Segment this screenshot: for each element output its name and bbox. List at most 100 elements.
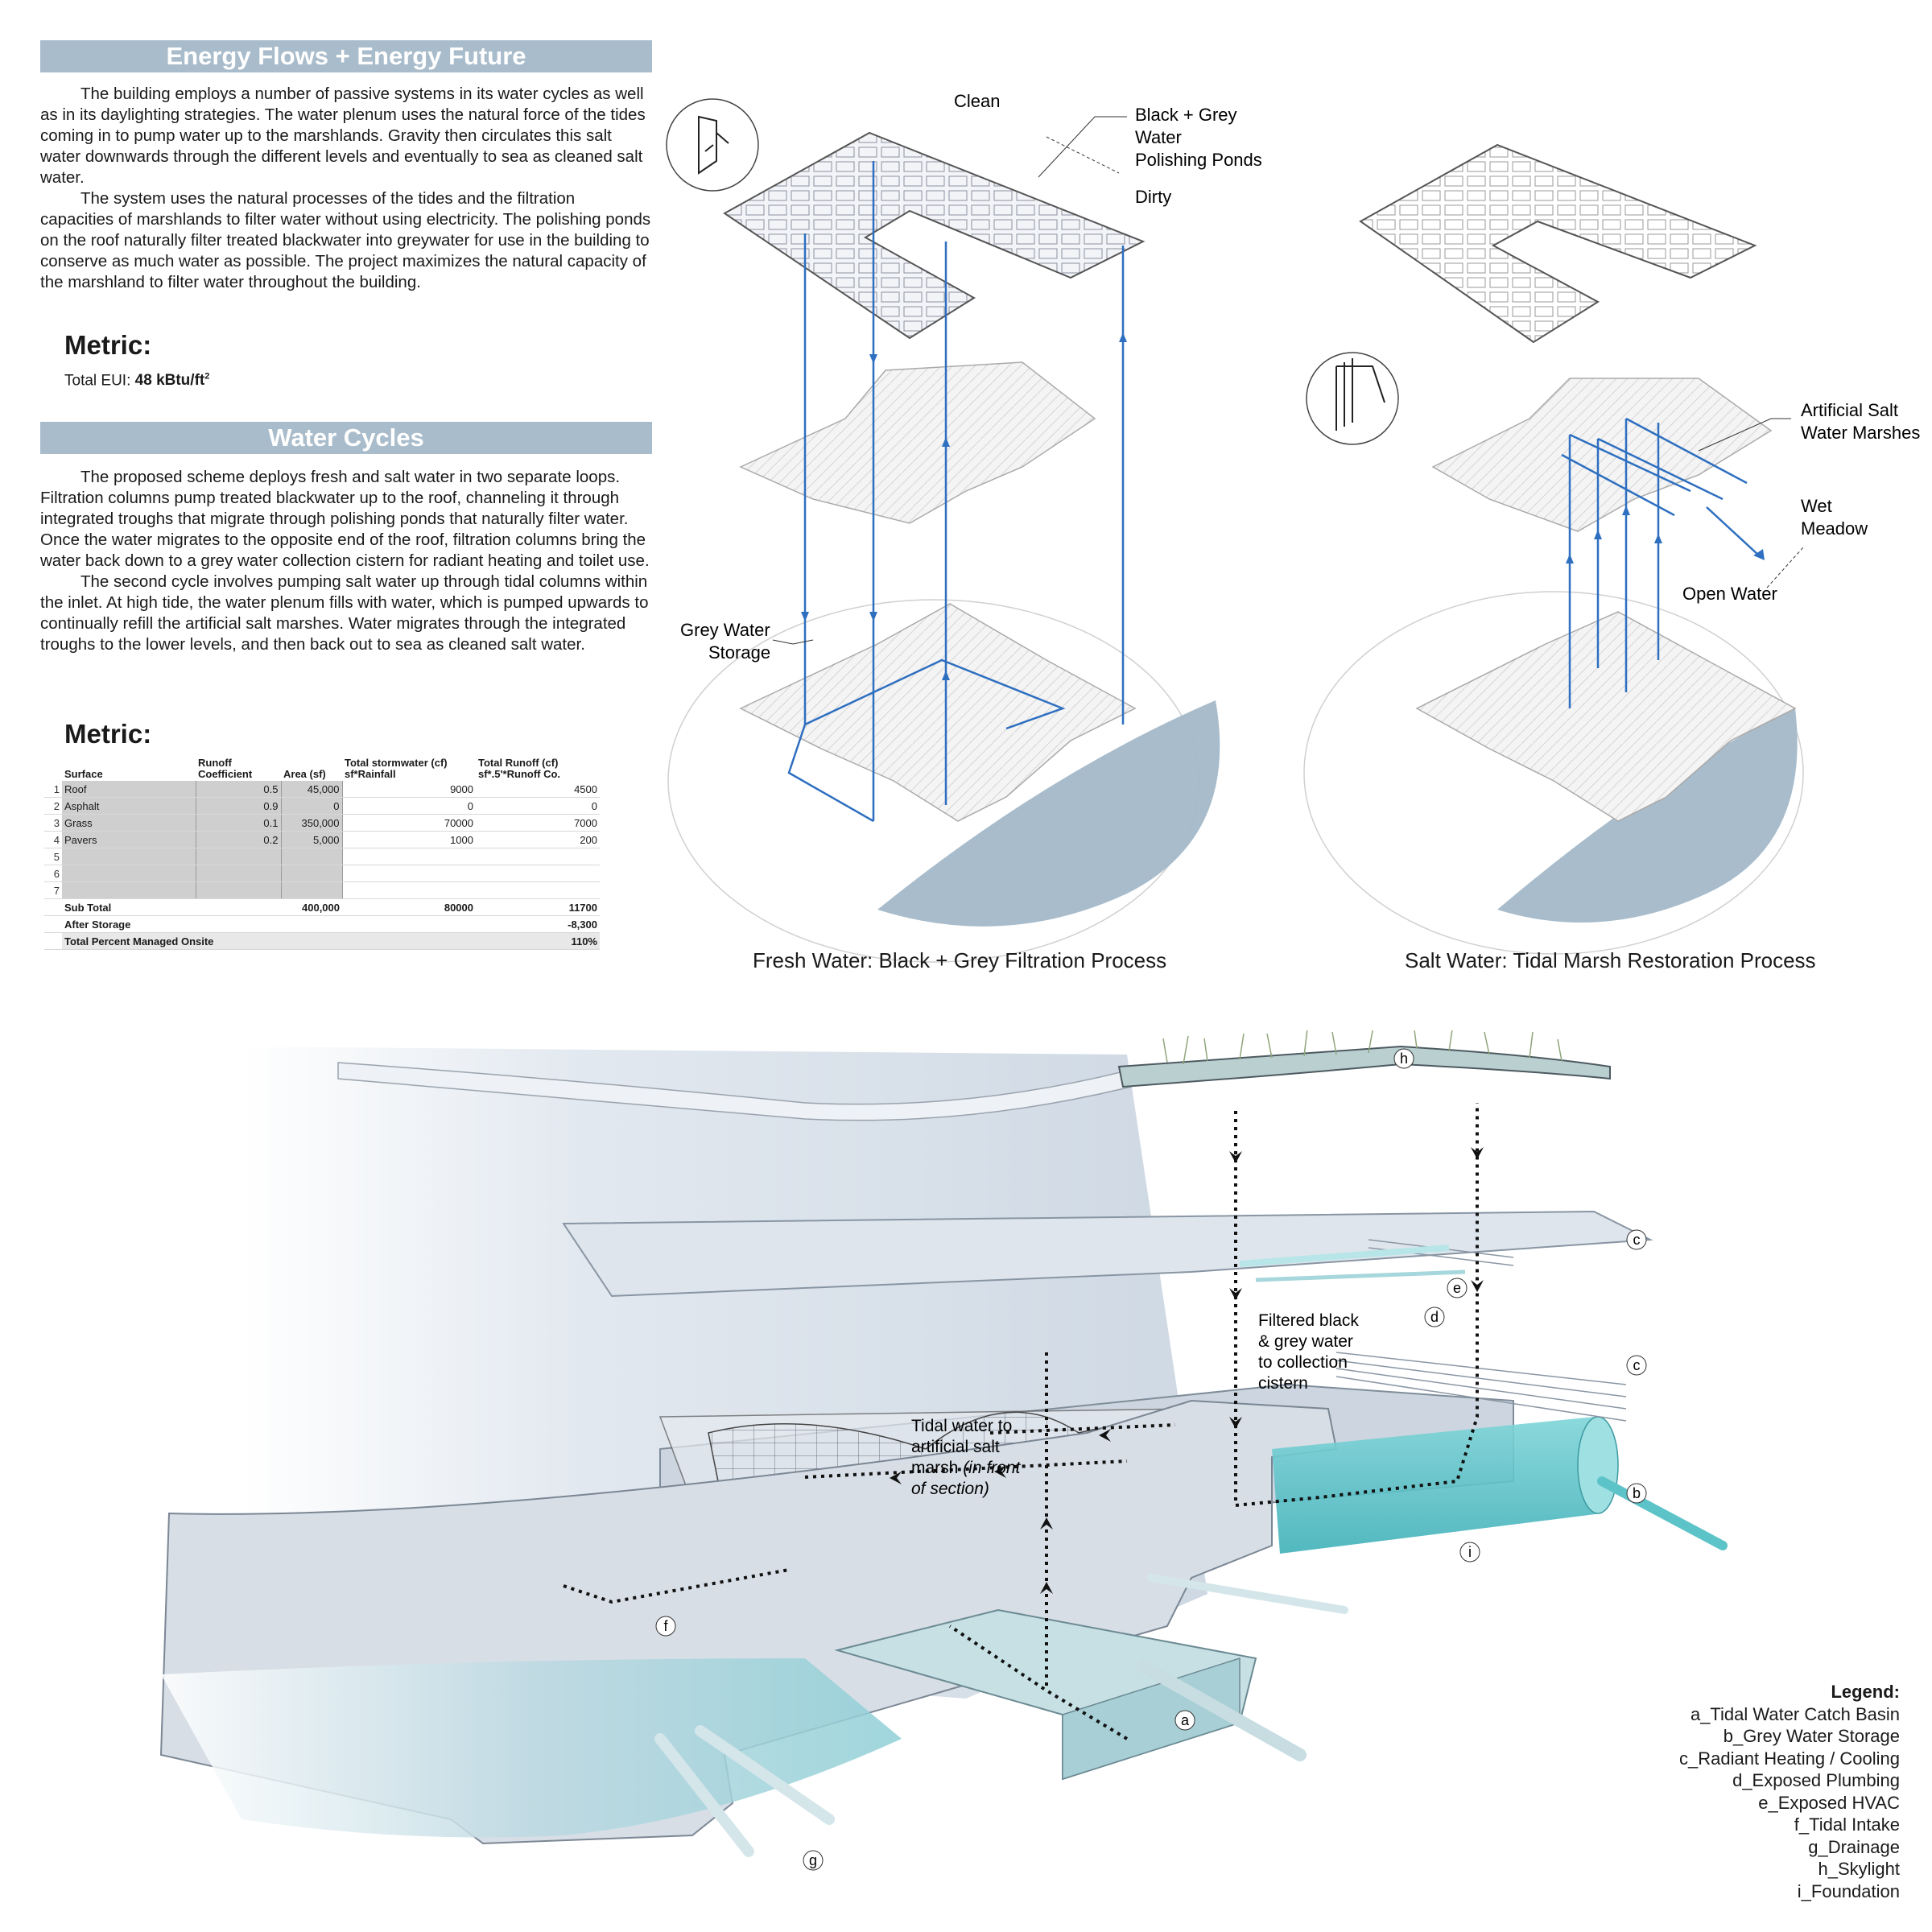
grey-water-outflow-pipe: [1597, 1476, 1728, 1550]
cell-area: [281, 848, 343, 865]
cell-stormwater: 0: [342, 797, 476, 815]
label-open-water: Open Water: [1682, 584, 1777, 604]
th-surface: Surface: [64, 768, 103, 780]
salt-water-diagram: Artificial Salt Water Marshes Wet Meadow…: [1303, 143, 1920, 955]
label-ponds-2: Water: [1135, 127, 1182, 147]
row-index: 5: [44, 848, 62, 865]
blank-cell: [196, 915, 281, 933]
tidal-label-4: of section): [911, 1480, 989, 1498]
energy-text: The building employs a number of passive…: [40, 84, 652, 293]
label-meadow-2: Meadow: [1801, 518, 1868, 539]
legend-item-d: d_Exposed Plumbing: [1732, 1770, 1900, 1790]
mid-level-floor: [739, 361, 1096, 524]
svg-text:g: g: [809, 1852, 817, 1868]
subtotal-area: 400,000: [281, 898, 342, 916]
label-dirty: Dirty: [1135, 187, 1171, 207]
upper-slab: [562, 1210, 1653, 1298]
row-index: 1: [44, 781, 62, 798]
sea-water: [161, 1658, 902, 1838]
energy-metric-heading: Metric:: [64, 330, 152, 360]
legend-item-e: e_Exposed HVAC: [1758, 1792, 1900, 1813]
fresh-pipes: [787, 161, 1125, 823]
marker-h: h: [1393, 1048, 1414, 1069]
roof-polishing-ponds: [723, 131, 1146, 340]
legend-title: Legend:: [1831, 1682, 1900, 1702]
legend-item-h: h_Skylight: [1818, 1859, 1900, 1879]
row-index: 3: [44, 814, 62, 832]
marker-c-lower: c: [1626, 1355, 1647, 1376]
table-row: 6: [44, 865, 600, 882]
row-index: 6: [44, 865, 62, 882]
salt-water-caption: Salt Water: Tidal Marsh Restoration Proc…: [1405, 948, 1816, 972]
th-area: Area (sf): [283, 768, 326, 780]
marker-e: e: [1447, 1278, 1468, 1298]
runoff-table: Surface Runoff Coefficient Area (sf) Tot…: [44, 757, 600, 950]
water-paragraph-1: The proposed scheme deploys fresh and sa…: [40, 468, 650, 570]
marker-f: f: [655, 1616, 676, 1637]
eui-label: Total EUI:: [64, 372, 131, 390]
fresh-water-diagram: Clean Black + Grey Water Polishing Ponds…: [666, 91, 1262, 963]
drain-pipe-g2: [695, 1725, 835, 1825]
cell-surface: Asphalt: [62, 797, 196, 815]
cell-coefficient: 0.9: [196, 797, 282, 815]
svg-text:d: d: [1430, 1309, 1439, 1325]
cell-coefficient: 0.2: [196, 831, 282, 848]
filtered-label-3: to collection: [1258, 1353, 1348, 1372]
cell-coefficient: 0.5: [196, 781, 282, 798]
fresh-water-caption: Fresh Water: Black + Grey Filtration Pro…: [753, 948, 1167, 972]
after-storage-row: After Storage-8,300: [44, 915, 600, 933]
label-meadow-1: Wet: [1801, 496, 1832, 516]
eui-sup: 2: [204, 372, 210, 382]
marker-a: a: [1174, 1710, 1195, 1731]
tidal-label-3: marsh (in front: [911, 1459, 1022, 1477]
cell-area: [281, 865, 343, 882]
subtotal-runoff: 11700: [476, 898, 600, 916]
legend-item-c: c_Radiant Heating / Cooling: [1679, 1748, 1900, 1769]
cell-runoff: [476, 848, 600, 865]
cell-runoff: 7000: [476, 814, 600, 832]
svg-text:c: c: [1633, 1357, 1641, 1373]
legend-item-g: g_Drainage: [1808, 1836, 1900, 1857]
cell-surface: Pavers: [62, 831, 196, 848]
water-body: [1497, 708, 1798, 923]
cell-coefficient: [196, 865, 282, 882]
table-header-row: Surface Runoff Coefficient Area (sf) Tot…: [44, 757, 600, 781]
eui-value: 48 kBtu/ft: [134, 372, 205, 390]
filtered-label-1: Filtered black: [1258, 1311, 1359, 1330]
cell-area: 0: [281, 797, 343, 815]
water-section-title: Water Cycles: [40, 422, 652, 454]
label-marsh-1: Artificial Salt: [1801, 400, 1898, 420]
flow-chevrons: [890, 1147, 1484, 1594]
row-index: 2: [44, 797, 62, 815]
filtered-label-4: cistern: [1258, 1374, 1308, 1393]
marker-i: i: [1459, 1542, 1480, 1563]
cell-runoff: [476, 865, 600, 882]
drain-pipe-i: [1147, 1574, 1348, 1614]
svg-text:h: h: [1400, 1051, 1408, 1067]
legend: Legend: a_Tidal Water Catch Basin b_Grey…: [1679, 1681, 1900, 1902]
th-runoff: Total Runoff (cf) sf*.5'*Runoff Co.: [478, 757, 561, 780]
filtered-label-2: & grey water: [1258, 1332, 1353, 1351]
marker-d: d: [1424, 1307, 1445, 1327]
total-managed-label: Total Percent Managed Onsite: [62, 932, 476, 950]
label-ponds-3: Polishing Ponds: [1135, 150, 1262, 170]
roof-grasses: [1162, 1030, 1563, 1065]
label-ponds-1: Black + Grey: [1135, 105, 1237, 125]
after-storage-runoff: -8,300: [476, 915, 600, 933]
water-paragraph-2: The second cycle involves pumping salt w…: [40, 572, 649, 654]
grey-water-tank: [1272, 1417, 1602, 1554]
cell-surface: [62, 848, 196, 865]
water-body: [877, 700, 1220, 927]
legend-item-b: b_Grey Water Storage: [1723, 1726, 1900, 1746]
energy-paragraph-1: The building employs a number of passive…: [40, 85, 646, 187]
exposed-plumbing: [1255, 1269, 1466, 1282]
exposed-hvac: [1239, 1245, 1450, 1267]
svg-text:a: a: [1181, 1712, 1190, 1728]
cell-area: 45,000: [281, 781, 343, 798]
th-stormwater: Total stormwater (cf) sf*Rainfall: [345, 757, 448, 780]
flow-icon-glyph: [1335, 358, 1385, 431]
section-perspective: Filtered black & grey water to collectio…: [159, 1030, 1728, 1871]
label-storage-1: Grey Water: [680, 620, 770, 640]
